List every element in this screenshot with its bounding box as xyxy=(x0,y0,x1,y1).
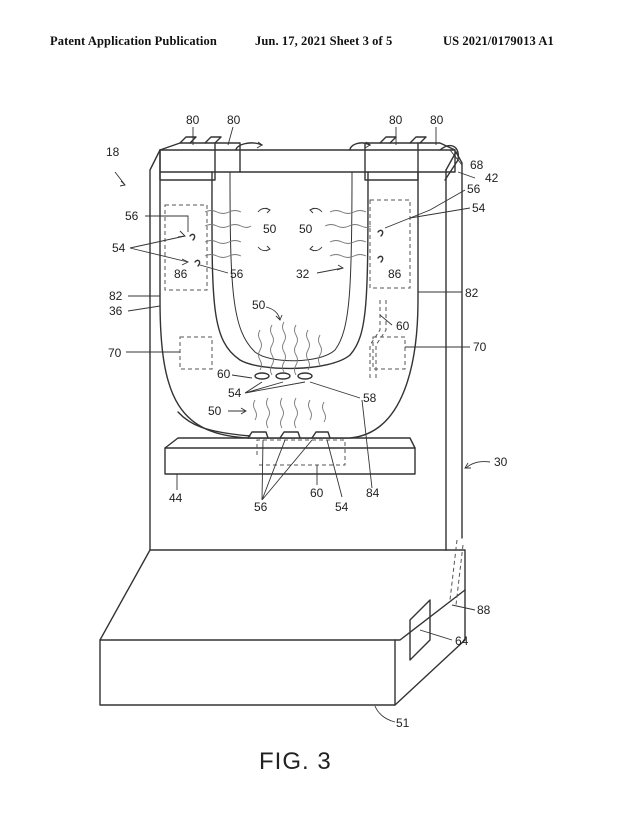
ref-84: 84 xyxy=(366,486,380,500)
ref-36: 36 xyxy=(109,304,123,318)
ref-50: 50 xyxy=(252,298,266,312)
ref-60: 60 xyxy=(396,319,410,333)
ref-80: 80 xyxy=(389,113,403,127)
ref-50: 50 xyxy=(208,404,222,418)
ref-30: 30 xyxy=(494,455,508,469)
ref-80: 80 xyxy=(227,113,241,127)
ref-88: 88 xyxy=(477,603,491,617)
ref-82: 82 xyxy=(465,286,479,300)
ref-56: 56 xyxy=(254,500,268,514)
ref-60: 60 xyxy=(310,486,324,500)
ref-86: 86 xyxy=(174,267,188,281)
ref-70: 70 xyxy=(473,340,487,354)
ref-51: 51 xyxy=(396,716,410,730)
ref-32: 32 xyxy=(296,267,310,281)
ref-54: 54 xyxy=(335,500,349,514)
ref-44: 44 xyxy=(169,491,183,505)
ref-86: 86 xyxy=(388,267,402,281)
ref-56: 56 xyxy=(125,209,139,223)
ref-42: 42 xyxy=(485,171,499,185)
pouch-body xyxy=(160,150,455,438)
ref-50: 50 xyxy=(263,222,277,236)
ref-56: 56 xyxy=(230,267,244,281)
ref-60: 60 xyxy=(217,367,231,381)
ref-54: 54 xyxy=(112,241,126,255)
ref-58: 58 xyxy=(363,391,377,405)
ref-50: 50 xyxy=(299,222,313,236)
support-bar xyxy=(165,438,415,474)
ref-70: 70 xyxy=(108,346,122,360)
ref-64: 64 xyxy=(455,634,469,648)
ref-18: 18 xyxy=(106,145,120,159)
ref-54: 54 xyxy=(472,201,486,215)
ref-68: 68 xyxy=(470,158,484,172)
ref-82: 82 xyxy=(109,289,123,303)
ref-80: 80 xyxy=(430,113,444,127)
ref-80: 80 xyxy=(186,113,200,127)
ref-54: 54 xyxy=(228,386,242,400)
ref-56: 56 xyxy=(467,182,481,196)
figure-caption: FIG. 3 xyxy=(259,748,332,776)
